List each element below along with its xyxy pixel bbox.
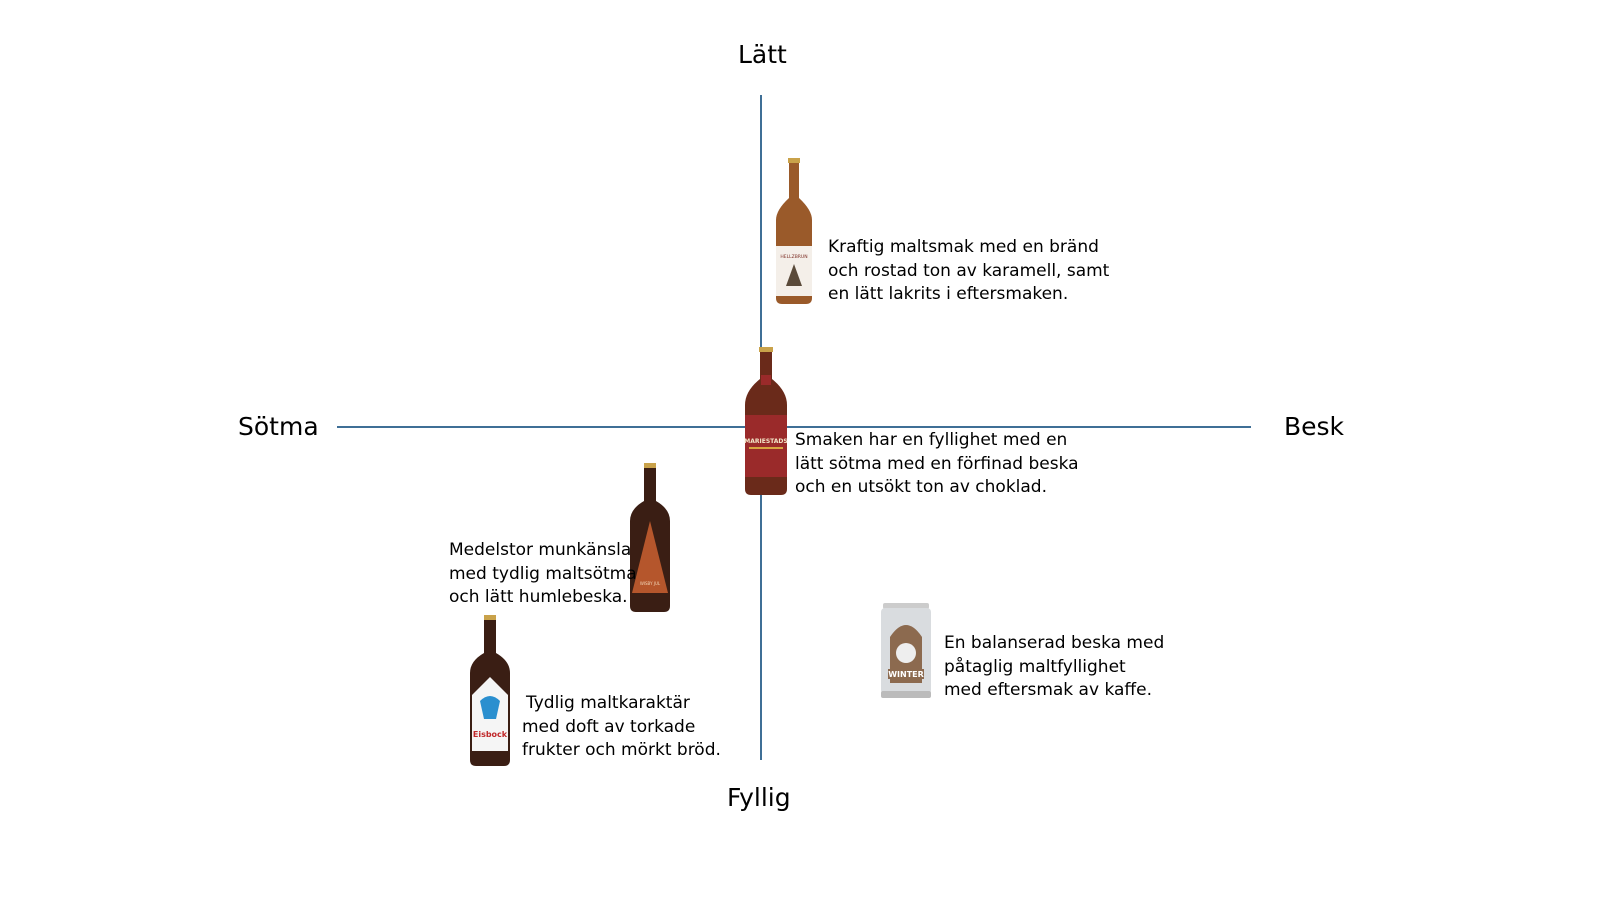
description-line: lätt sötma med en förfinad beska: [795, 453, 1079, 474]
description-line: En balanserad beska med: [944, 633, 1165, 653]
axis-label-top: Lätt: [738, 40, 787, 69]
beer-bottle-mariestads: MARIESTADS: [743, 347, 789, 495]
bottle-logo-text: MARIESTADS: [744, 438, 787, 445]
description-line: och lätt humlebeska.: [449, 587, 628, 608]
description-line: och rostad ton av karamell, samt: [828, 260, 1110, 281]
bottle-logo-text: HELLZBRUN: [780, 254, 807, 260]
beer-can-winter: WINTER: [880, 603, 932, 698]
description-line: och en utsökt ton av choklad.: [795, 477, 1048, 498]
axis-label-right: Besk: [1284, 412, 1345, 441]
axis-label-bottom: Fyllig: [727, 783, 791, 812]
description-line: med tydlig maltsötma: [449, 563, 637, 584]
beer-description: Smaken har en fyllighet med en lätt sötm…: [795, 429, 1079, 500]
bottle-logo-text: WINTER: [888, 670, 924, 679]
beer-bottle-eisbock: Eisbock: [468, 615, 512, 766]
horizontal-axis: [337, 426, 1251, 428]
beer-description: Kraftig maltsmak med en bränd och rostad…: [828, 236, 1109, 307]
description-line: en lätt lakrits i eftersmaken.: [828, 284, 1069, 305]
description-line: med doft av torkade: [522, 716, 696, 737]
beer-description: Tydlig maltkaraktär med doft av torkade …: [522, 692, 721, 763]
beer-description: Medelstor munkänsla med tydlig maltsötma…: [449, 539, 637, 610]
bottle-logo-text: Eisbock: [473, 730, 508, 739]
axis-label-left: Sötma: [238, 412, 319, 441]
description-line: påtaglig maltfyllighet: [944, 656, 1126, 677]
beer-bottle-hellzbrun: HELLZBRUN: [774, 158, 814, 304]
description-line: Tydlig maltkaraktär: [526, 693, 690, 713]
description-line: frukter och mörkt bröd.: [522, 740, 721, 761]
description-line: Smaken har en fyllighet med en: [795, 430, 1068, 450]
beer-bottle-wisby: WISBY JUL: [628, 463, 672, 612]
description-line: Kraftig maltsmak med en bränd: [828, 237, 1099, 257]
description-line: Medelstor munkänsla: [449, 540, 632, 560]
description-line: med eftersmak av kaffe.: [944, 680, 1152, 701]
bottle-logo-text: WISBY JUL: [640, 581, 661, 586]
beer-description: En balanserad beska med påtaglig maltfyl…: [944, 632, 1164, 703]
